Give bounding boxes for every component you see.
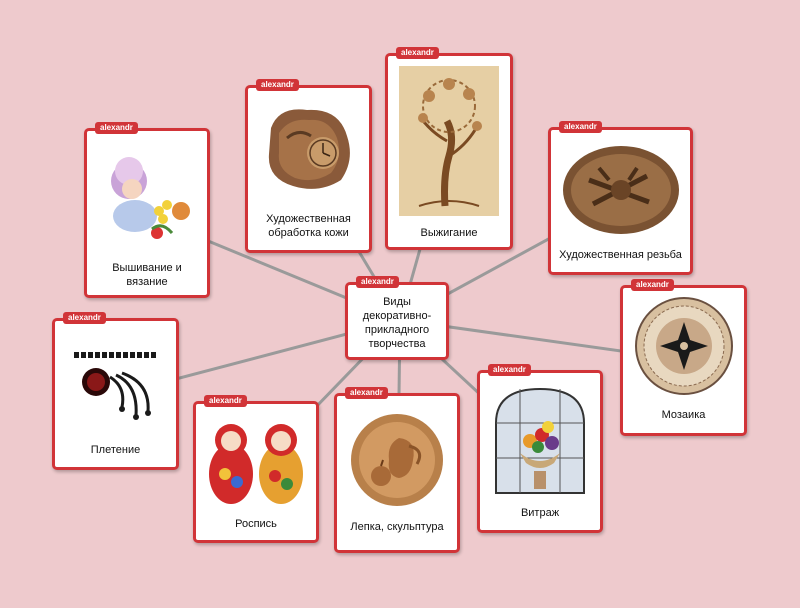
wood-burning-tree-image (399, 66, 499, 216)
stained-glass-image (495, 387, 585, 494)
clay-plate-image (351, 414, 443, 506)
label-weaving: Плетение (90, 444, 141, 456)
node-weaving[interactable]: alexandr Плетение (52, 312, 179, 470)
node-mosaic[interactable]: alexandr Мозаика (620, 279, 747, 436)
label-leather: Художественная обработка кожи (266, 213, 351, 239)
label-mosaic: Мозаика (661, 409, 706, 421)
author-tag: alexandr (63, 312, 106, 324)
author-tag: alexandr (95, 122, 138, 134)
label-stained-glass: Витраж (520, 507, 560, 519)
matryoshka-image (209, 424, 303, 504)
author-tag: alexandr (631, 279, 674, 291)
node-burning[interactable]: alexandr Выжигание (385, 47, 513, 250)
center-node[interactable]: alexandr Виды декоративно-прикладного тв… (345, 276, 449, 360)
author-tag: alexandr (396, 47, 439, 59)
node-carving[interactable]: alexandr Художественная резьба (548, 121, 693, 275)
woven-bracelet-image (73, 352, 158, 420)
author-tag: alexandr (256, 79, 299, 91)
node-painting[interactable]: alexandr Роспись (193, 395, 319, 543)
leather-clock-image (268, 109, 350, 189)
author-tag: alexandr (356, 276, 399, 288)
label-sculpture: Лепка, скульптура (350, 521, 444, 533)
node-stained-glass[interactable]: alexandr Витраж (477, 364, 603, 533)
mosaic-circle-image (634, 297, 733, 395)
label-embroidery: Вышивание и вязание (112, 262, 182, 288)
author-tag: alexandr (204, 395, 247, 407)
label-carving: Художественная резьба (559, 249, 682, 261)
label-painting: Роспись (235, 518, 277, 530)
node-leather[interactable]: alexandr Художественная обработка кожи (245, 79, 372, 253)
label-burning: Выжигание (420, 227, 478, 239)
author-tag: alexandr (345, 387, 388, 399)
knitting-doll-image (111, 157, 190, 239)
author-tag: alexandr (488, 364, 531, 376)
author-tag: alexandr (559, 121, 602, 133)
wood-carving-plate-image (562, 146, 679, 234)
node-sculpture[interactable]: alexandr Лепка, скульптура (334, 387, 460, 553)
node-embroidery[interactable]: alexandr Вышивание и вязание (84, 122, 210, 298)
center-label: Виды декоративно-прикладного творчества (362, 296, 432, 350)
